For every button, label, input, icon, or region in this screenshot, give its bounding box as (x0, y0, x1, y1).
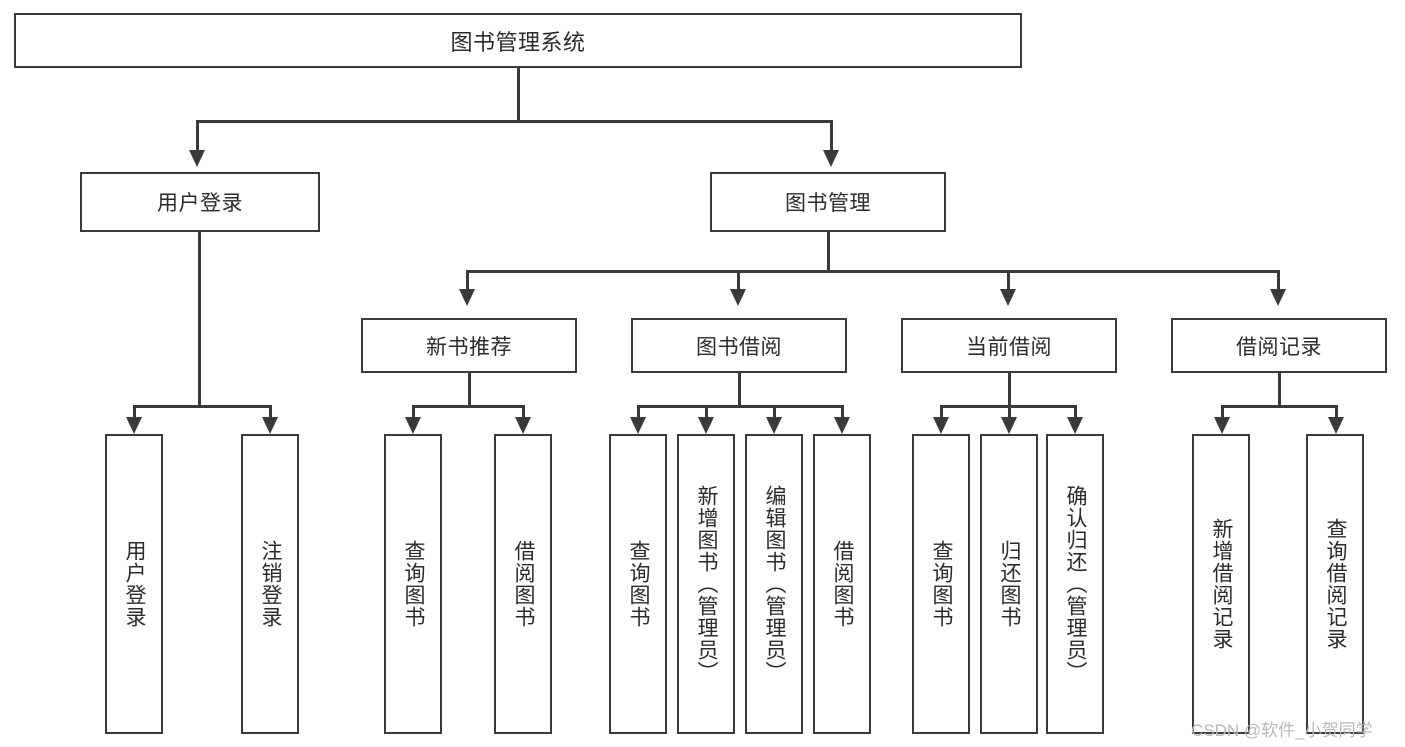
leaf-new-book-0[interactable]: 查询图书 (384, 434, 442, 734)
node-book-manage[interactable]: 图书管理 (710, 172, 946, 232)
leaf-current-borrow-1[interactable]: 归还图书 (980, 434, 1038, 734)
connector-to-book-manage (830, 120, 833, 153)
connector-new-book-leaf-0 (412, 405, 415, 421)
node-user-login[interactable]: 用户登录 (80, 172, 320, 232)
leaf-current-borrow-2[interactable]: 确认归还（管理员） (1046, 434, 1104, 734)
leaf-user-login-1[interactable]: 注销登录 (241, 434, 299, 734)
leaf-label: 查询图书 (626, 540, 650, 628)
arrowhead-borrow-record-leaf-0 (1214, 417, 1230, 434)
leaf-borrow-record-0[interactable]: 新增借阅记录 (1192, 434, 1250, 734)
arrowhead-book-borrow-leaf-0 (630, 417, 646, 434)
connector-current-borrow-leaf-0 (940, 405, 943, 421)
connector-user-login-leaf-0 (133, 405, 136, 421)
connector-to-borrow-record (1277, 270, 1280, 292)
connector-current-borrow-stem (1008, 373, 1011, 408)
connector-current-borrow-leaf-1 (1008, 405, 1011, 421)
connector-user-login-bus (133, 405, 269, 408)
arrowhead-book-borrow-leaf-1 (698, 417, 714, 434)
leaf-new-book-1[interactable]: 借阅图书 (494, 434, 552, 734)
arrowhead-book-borrow-leaf-2 (766, 417, 782, 434)
node-label: 当前借阅 (966, 335, 1052, 359)
arrowhead-user-login-leaf-0 (126, 417, 142, 434)
node-label: 新书推荐 (426, 335, 512, 359)
arrowhead-to-borrow-record (1270, 289, 1286, 306)
arrowhead-new-book-leaf-0 (405, 417, 421, 434)
leaf-user-login-0[interactable]: 用户登录 (105, 434, 163, 734)
connector-to-current-borrow (1007, 270, 1010, 292)
leaf-current-borrow-0[interactable]: 查询图书 (912, 434, 970, 734)
connector-book-borrow-stem (738, 373, 741, 408)
connector-root-stem (517, 68, 520, 120)
connector-new-book-bus (412, 405, 525, 408)
connector-book-borrow-bus (637, 405, 841, 408)
arrowhead-new-book-leaf-1 (515, 417, 531, 434)
leaf-label: 新增借阅记录 (1209, 518, 1233, 650)
leaf-label: 查询图书 (929, 540, 953, 628)
leaf-label: 用户登录 (122, 540, 146, 628)
node-label: 用户登录 (157, 192, 243, 215)
leaf-label: 借阅图书 (511, 540, 535, 628)
connector-user-login-leaf-1 (269, 405, 272, 421)
node-label: 图书借阅 (696, 335, 782, 359)
leaf-label: 借阅图书 (830, 540, 854, 628)
leaf-borrow-record-1[interactable]: 查询借阅记录 (1306, 434, 1364, 734)
node-book-borrow[interactable]: 图书借阅 (631, 318, 847, 373)
connector-borrow-record-leaf-1 (1335, 405, 1338, 421)
arrowhead-borrow-record-leaf-1 (1328, 417, 1344, 434)
connector-to-user-login (196, 120, 199, 153)
leaf-label: 查询借阅记录 (1323, 518, 1347, 650)
node-current-borrow[interactable]: 当前借阅 (901, 318, 1117, 373)
connector-borrow-record-leaf-0 (1221, 405, 1224, 421)
connector-new-book-stem (468, 373, 471, 408)
node-label: 图书管理系统 (450, 29, 586, 55)
leaf-book-borrow-0[interactable]: 查询图书 (609, 434, 667, 734)
leaf-label: 确认归还（管理员） (1063, 485, 1087, 683)
connector-level1-bus (196, 120, 833, 123)
connector-current-borrow-leaf-2 (1074, 405, 1077, 421)
connector-to-new-book (466, 270, 469, 292)
node-root-system[interactable]: 图书管理系统 (14, 13, 1022, 68)
arrowhead-to-current-borrow (1000, 289, 1016, 306)
leaf-book-borrow-3[interactable]: 借阅图书 (813, 434, 871, 734)
arrowhead-to-book-borrow (730, 289, 746, 306)
node-label: 图书管理 (785, 192, 871, 215)
arrowhead-current-borrow-leaf-1 (1001, 417, 1017, 434)
leaf-label: 新增图书（管理员） (694, 485, 718, 683)
leaf-label: 注销登录 (258, 540, 282, 628)
arrowhead-to-new-book (459, 289, 475, 306)
leaf-book-borrow-2[interactable]: 编辑图书（管理员） (745, 434, 803, 734)
connector-level2-bus (466, 270, 1280, 273)
leaf-label: 归还图书 (997, 540, 1021, 628)
connector-borrow-record-stem (1278, 373, 1281, 408)
connector-to-book-borrow (737, 270, 740, 292)
node-label: 借阅记录 (1236, 335, 1322, 359)
arrowhead-to-book-manage (823, 150, 839, 167)
leaf-label: 编辑图书（管理员） (762, 485, 786, 683)
connector-book-borrow-leaf-1 (705, 405, 708, 421)
connector-user-login-stem (198, 232, 201, 405)
connector-book-borrow-leaf-3 (841, 405, 844, 421)
connector-borrow-record-bus (1221, 405, 1338, 408)
leaf-book-borrow-1[interactable]: 新增图书（管理员） (677, 434, 735, 734)
arrowhead-current-borrow-leaf-0 (933, 417, 949, 434)
connector-book-manage-stem (827, 232, 830, 272)
csdn-watermark: CSDN @软件_小贺同学 (1191, 721, 1373, 740)
node-borrow-record[interactable]: 借阅记录 (1171, 318, 1387, 373)
arrowhead-user-login-leaf-1 (262, 417, 278, 434)
connector-new-book-leaf-1 (522, 405, 525, 421)
node-new-book-recommend[interactable]: 新书推荐 (361, 318, 577, 373)
arrowhead-book-borrow-leaf-3 (834, 417, 850, 434)
connector-book-borrow-leaf-0 (637, 405, 640, 421)
arrowhead-to-user-login (189, 150, 205, 167)
connector-book-borrow-leaf-2 (773, 405, 776, 421)
arrowhead-current-borrow-leaf-2 (1067, 417, 1083, 434)
leaf-label: 查询图书 (401, 540, 425, 628)
